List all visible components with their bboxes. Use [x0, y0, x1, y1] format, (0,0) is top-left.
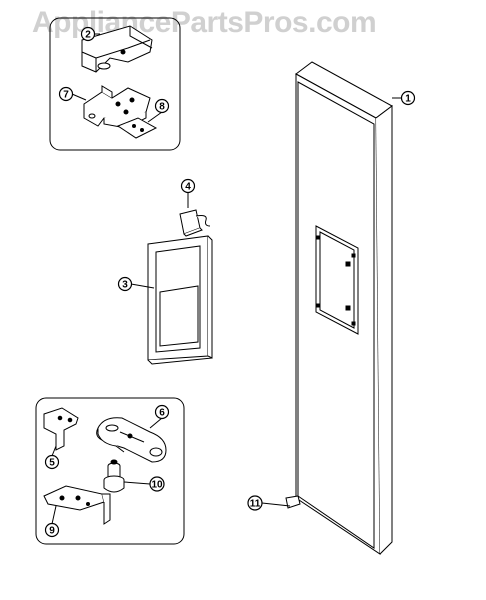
callout-10: 10: [123, 476, 165, 492]
callout-2: 2: [80, 26, 100, 42]
callout-8-label: 8: [159, 102, 165, 113]
bottom-hinge-icon: [96, 417, 167, 463]
detail-box-bottom-hinge: [35, 397, 185, 545]
callout-1-label: 1: [405, 94, 411, 105]
hinge-pin-icon: [103, 459, 125, 493]
callout-3-label: 3: [122, 280, 128, 291]
callout-5-label: 5: [49, 458, 55, 469]
bracket-small-icon: [43, 407, 79, 451]
callout-10-label: 10: [151, 480, 163, 491]
callout-11: 11: [247, 495, 291, 511]
callout-3: 3: [117, 276, 155, 292]
callout-1: 1: [392, 90, 416, 106]
callout-5: 5: [44, 445, 60, 470]
callout-9: 9: [44, 505, 60, 538]
detail-box-top-hinge: [49, 17, 181, 151]
callout-9-label: 9: [49, 526, 55, 537]
lower-bracket-icon: [43, 485, 111, 525]
callout-7-label: 7: [63, 90, 69, 101]
callout-6-label: 6: [159, 408, 165, 419]
callout-7: 7: [58, 86, 87, 102]
callout-4-label: 4: [185, 182, 191, 193]
callout-2-label: 2: [85, 30, 91, 41]
hinge-bracket-icon: [83, 85, 151, 129]
callout-6: 6: [149, 404, 170, 429]
hinge-cover-icon: [81, 25, 153, 73]
shim-icon: [116, 117, 158, 139]
door-panel-icon: [285, 61, 393, 555]
dispenser-light-icon: [179, 209, 211, 237]
dispenser-frame-icon: [147, 235, 213, 365]
callout-11-label: 11: [250, 499, 261, 510]
callout-4: 4: [180, 178, 196, 208]
callout-8: 8: [147, 98, 170, 123]
